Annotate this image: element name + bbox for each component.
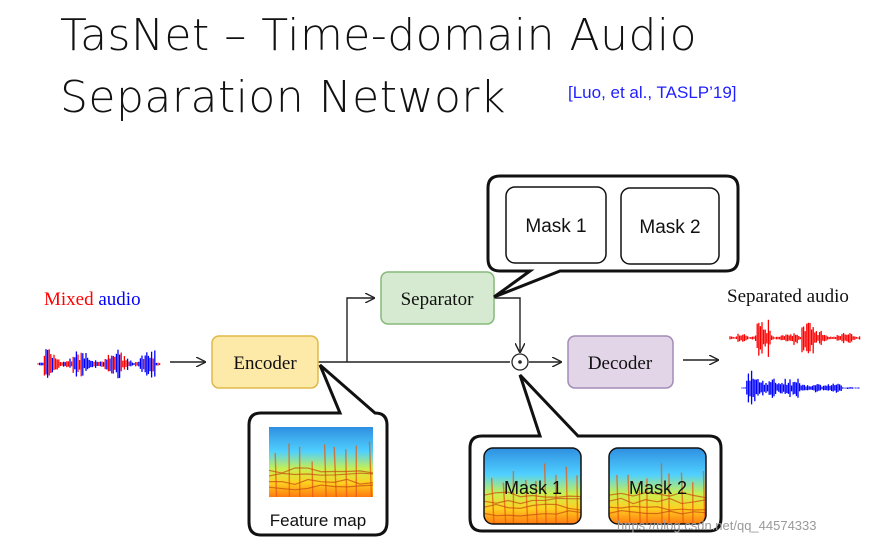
citation: [Luo, et al., TASLP’19] xyxy=(568,83,737,102)
spectrogram-streak xyxy=(680,472,684,524)
masked-spectrogram-2 xyxy=(609,448,706,524)
separator-block: Separator xyxy=(380,271,495,325)
mask-label-4: Mask 2 xyxy=(629,478,687,498)
arrow-separator-to-product xyxy=(494,297,520,352)
mixed-audio-waveform xyxy=(37,349,161,379)
input-label-part: audio xyxy=(98,289,140,310)
mask-box-4 xyxy=(608,447,707,525)
separated-audio-waveform-2 xyxy=(741,370,860,405)
feature-map-spectrogram-texture xyxy=(269,441,373,497)
spectrogram-streak xyxy=(311,461,314,497)
spectrogram-harmonic xyxy=(484,503,581,511)
spectrogram-streak xyxy=(345,449,348,497)
encoder-block: Encoder xyxy=(211,335,319,389)
spectrogram-harmonic xyxy=(484,491,581,498)
spectrogram-harmonic xyxy=(609,497,706,505)
mask-box-3 xyxy=(483,447,582,525)
separated-audio-label: Separated audio xyxy=(727,286,849,307)
decoder-block: Decoder xyxy=(567,335,674,389)
spectrogram-streak xyxy=(490,477,495,524)
input-label-part: M xyxy=(44,289,61,310)
mask-label-2: Mask 2 xyxy=(639,217,700,238)
spectrogram-streak xyxy=(368,441,373,497)
input-label-part: ixe xyxy=(61,289,84,310)
separator-label: Separator xyxy=(401,289,474,310)
input-label-part: d xyxy=(84,289,94,310)
spectrogram-streak xyxy=(535,480,538,524)
spectrogram-streak xyxy=(502,482,507,524)
spectrogram-harmonic xyxy=(609,491,706,499)
feature-map-label: Feature map xyxy=(270,511,366,530)
mask-label-3: Mask 1 xyxy=(504,478,562,498)
spectrogram-streak xyxy=(660,463,663,524)
separated-audio-waveform-1 xyxy=(729,319,861,357)
spectrogram-harmonic xyxy=(269,472,373,477)
arrow-encoder-to-separator xyxy=(346,298,374,362)
slide-title-line-2: Separation Network xyxy=(60,72,506,123)
spectrogram-harmonic xyxy=(269,478,373,486)
spectrogram-harmonic xyxy=(269,484,373,491)
masked-spectrogram-1-texture xyxy=(484,463,581,524)
watermark: https://blog.csdn.net/qq_44574333 xyxy=(617,518,817,533)
mask-box-1 xyxy=(505,186,607,264)
spectrogram-streak xyxy=(627,474,631,524)
encoder-label: Encoder xyxy=(233,353,297,374)
slide-title-line-1: TasNet – Time-domain Audio xyxy=(60,10,698,61)
feature-map-callout: Feature map xyxy=(247,363,389,537)
mask-box-2 xyxy=(620,187,720,265)
decoder-label: Decoder xyxy=(588,353,653,374)
spectrogram-streak xyxy=(576,475,579,524)
elementwise-product-operator xyxy=(511,353,529,371)
separator-output-callout: Mask 1 Mask 2 xyxy=(486,174,740,299)
spectrogram-streak xyxy=(323,444,327,497)
masked-spectrogram-2-texture xyxy=(609,463,706,524)
masked-features-callout: Mask 1 Mask 2 xyxy=(468,373,723,533)
spectrogram-harmonic xyxy=(269,467,373,474)
spectrogram-streak xyxy=(638,482,641,524)
spectrogram-harmonic xyxy=(484,510,581,517)
spectrogram-streak xyxy=(565,466,569,524)
spectrogram-harmonic xyxy=(484,497,581,505)
mixed-audio-label: Mixed audio xyxy=(44,289,141,310)
spectrogram-harmonic xyxy=(609,505,706,511)
mask-label-1: Mask 1 xyxy=(525,216,586,237)
spectrogram-harmonic xyxy=(609,510,706,515)
